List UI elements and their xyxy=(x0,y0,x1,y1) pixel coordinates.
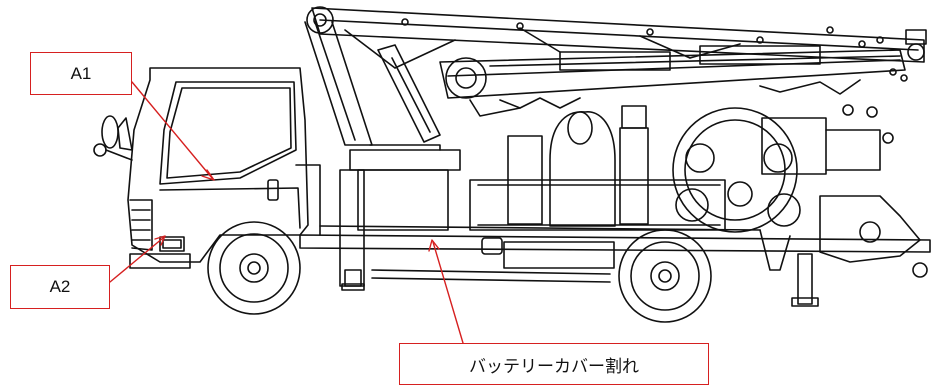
callout-label-battery-cover: バッテリーカバー割れ xyxy=(399,343,709,385)
callout-arrowhead-a2 xyxy=(154,235,166,246)
callout-label-a1: A1 xyxy=(30,52,132,95)
callout-line-a2 xyxy=(109,237,164,283)
truck-chassis xyxy=(299,104,931,307)
front-wheel xyxy=(207,221,301,315)
callout-lines xyxy=(109,81,464,344)
callout-label-a2: A2 xyxy=(10,265,110,309)
callout-arrowhead-battery xyxy=(428,239,440,252)
callout-line-a1 xyxy=(131,81,213,179)
callout-arrowhead-a1 xyxy=(201,169,215,181)
boom xyxy=(304,6,927,146)
rear-wheel xyxy=(618,229,712,323)
truck-cab xyxy=(93,67,321,269)
callout-line-battery xyxy=(432,241,464,344)
